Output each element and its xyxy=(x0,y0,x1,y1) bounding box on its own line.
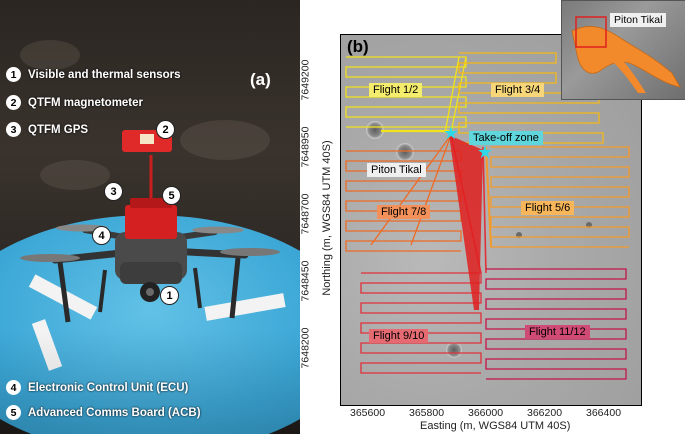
callout-5: 5 xyxy=(162,186,181,205)
legend-text: QTFM GPS xyxy=(28,123,89,136)
x-tick-label: 365800 xyxy=(409,407,445,419)
flight-label-7-8: Flight 7/8 xyxy=(377,205,431,219)
flight-7-8-lines xyxy=(345,134,462,252)
x-tick-label: 365600 xyxy=(350,407,386,419)
y-tick-label: 7648950 xyxy=(299,126,312,168)
x-tick-label: 366400 xyxy=(586,407,622,419)
y-tick-label: 7648450 xyxy=(299,260,312,302)
legend-number: 3 xyxy=(6,122,21,137)
legend-number: 5 xyxy=(6,405,21,420)
legend-text: Advanced Comms Board (ACB) xyxy=(28,406,201,419)
panel-label-a: (a) xyxy=(250,70,271,89)
inset-extent-box xyxy=(575,16,607,48)
lava-flow-inset-svg xyxy=(571,16,681,93)
piton-tikal-label: Piton Tikal xyxy=(367,163,426,177)
photo-shadow xyxy=(0,330,300,434)
callout-4: 4 xyxy=(92,226,111,245)
drone-photo-panel: 1 Visible and thermal sensors 2 QTFM mag… xyxy=(0,0,300,434)
rock-texture xyxy=(40,160,110,190)
flight-label-1-2: Flight 1/2 xyxy=(369,83,423,97)
flight-label-11-12: Flight 11/12 xyxy=(525,325,590,339)
flight-5-6-lines xyxy=(485,146,630,248)
callout-3: 3 xyxy=(104,182,123,201)
takeoff-star-icon: ★ xyxy=(443,123,459,143)
flight-lines-svg: ★ ★ xyxy=(345,52,630,380)
x-tick-label: 366200 xyxy=(527,407,563,419)
flight-1-2-lines xyxy=(345,56,467,134)
callout-1: 1 xyxy=(160,286,179,305)
crater xyxy=(446,342,462,358)
flight-label-5-6: Flight 5/6 xyxy=(521,201,575,215)
flight-label-9-10: Flight 9/10 xyxy=(369,329,429,343)
inset-piton-tikal-label: Piton Tikal xyxy=(610,13,667,27)
legend-number: 4 xyxy=(6,380,21,395)
y-tick-label: 7648700 xyxy=(299,193,312,235)
takeoff-star-icon: ★ xyxy=(477,142,493,162)
legend-item-5: 5 Advanced Comms Board (ACB) xyxy=(6,405,201,420)
takeoff-wedge xyxy=(449,135,483,310)
crater xyxy=(366,121,384,139)
legend-text: Visible and thermal sensors xyxy=(28,68,181,81)
legend-item-2: 2 QTFM magnetometer xyxy=(6,95,143,110)
legend-number: 2 xyxy=(6,95,21,110)
y-tick-label: 7649200 xyxy=(299,59,312,101)
legend-item-4: 4 Electronic Control Unit (ECU) xyxy=(6,380,188,395)
rock-texture xyxy=(180,120,270,160)
legend-text: QTFM magnetometer xyxy=(28,96,144,109)
legend-item-3: 3 QTFM GPS xyxy=(6,122,88,137)
drone-illustration xyxy=(20,130,280,323)
location-inset: Piton Tikal xyxy=(561,0,685,100)
callout-2: 2 xyxy=(156,120,175,139)
panel-label-b: (b) xyxy=(347,37,369,56)
y-axis-title: Northing (m, WGS84 UTM 40S) xyxy=(321,140,333,296)
y-tick-label: 7648200 xyxy=(299,327,312,369)
crater xyxy=(396,143,414,161)
x-tick-label: 366000 xyxy=(468,407,504,419)
takeoff-zone-label: Take-off zone xyxy=(469,131,543,145)
x-axis-title: Easting (m, WGS84 UTM 40S) xyxy=(420,420,571,432)
legend-item-1: 1 Visible and thermal sensors xyxy=(6,67,181,82)
legend-number: 1 xyxy=(6,67,21,82)
flight-11-12-lines xyxy=(485,268,627,380)
flight-label-3-4: Flight 3/4 xyxy=(491,83,545,97)
legend-text: Electronic Control Unit (ECU) xyxy=(28,381,189,394)
rock-texture xyxy=(20,40,80,70)
